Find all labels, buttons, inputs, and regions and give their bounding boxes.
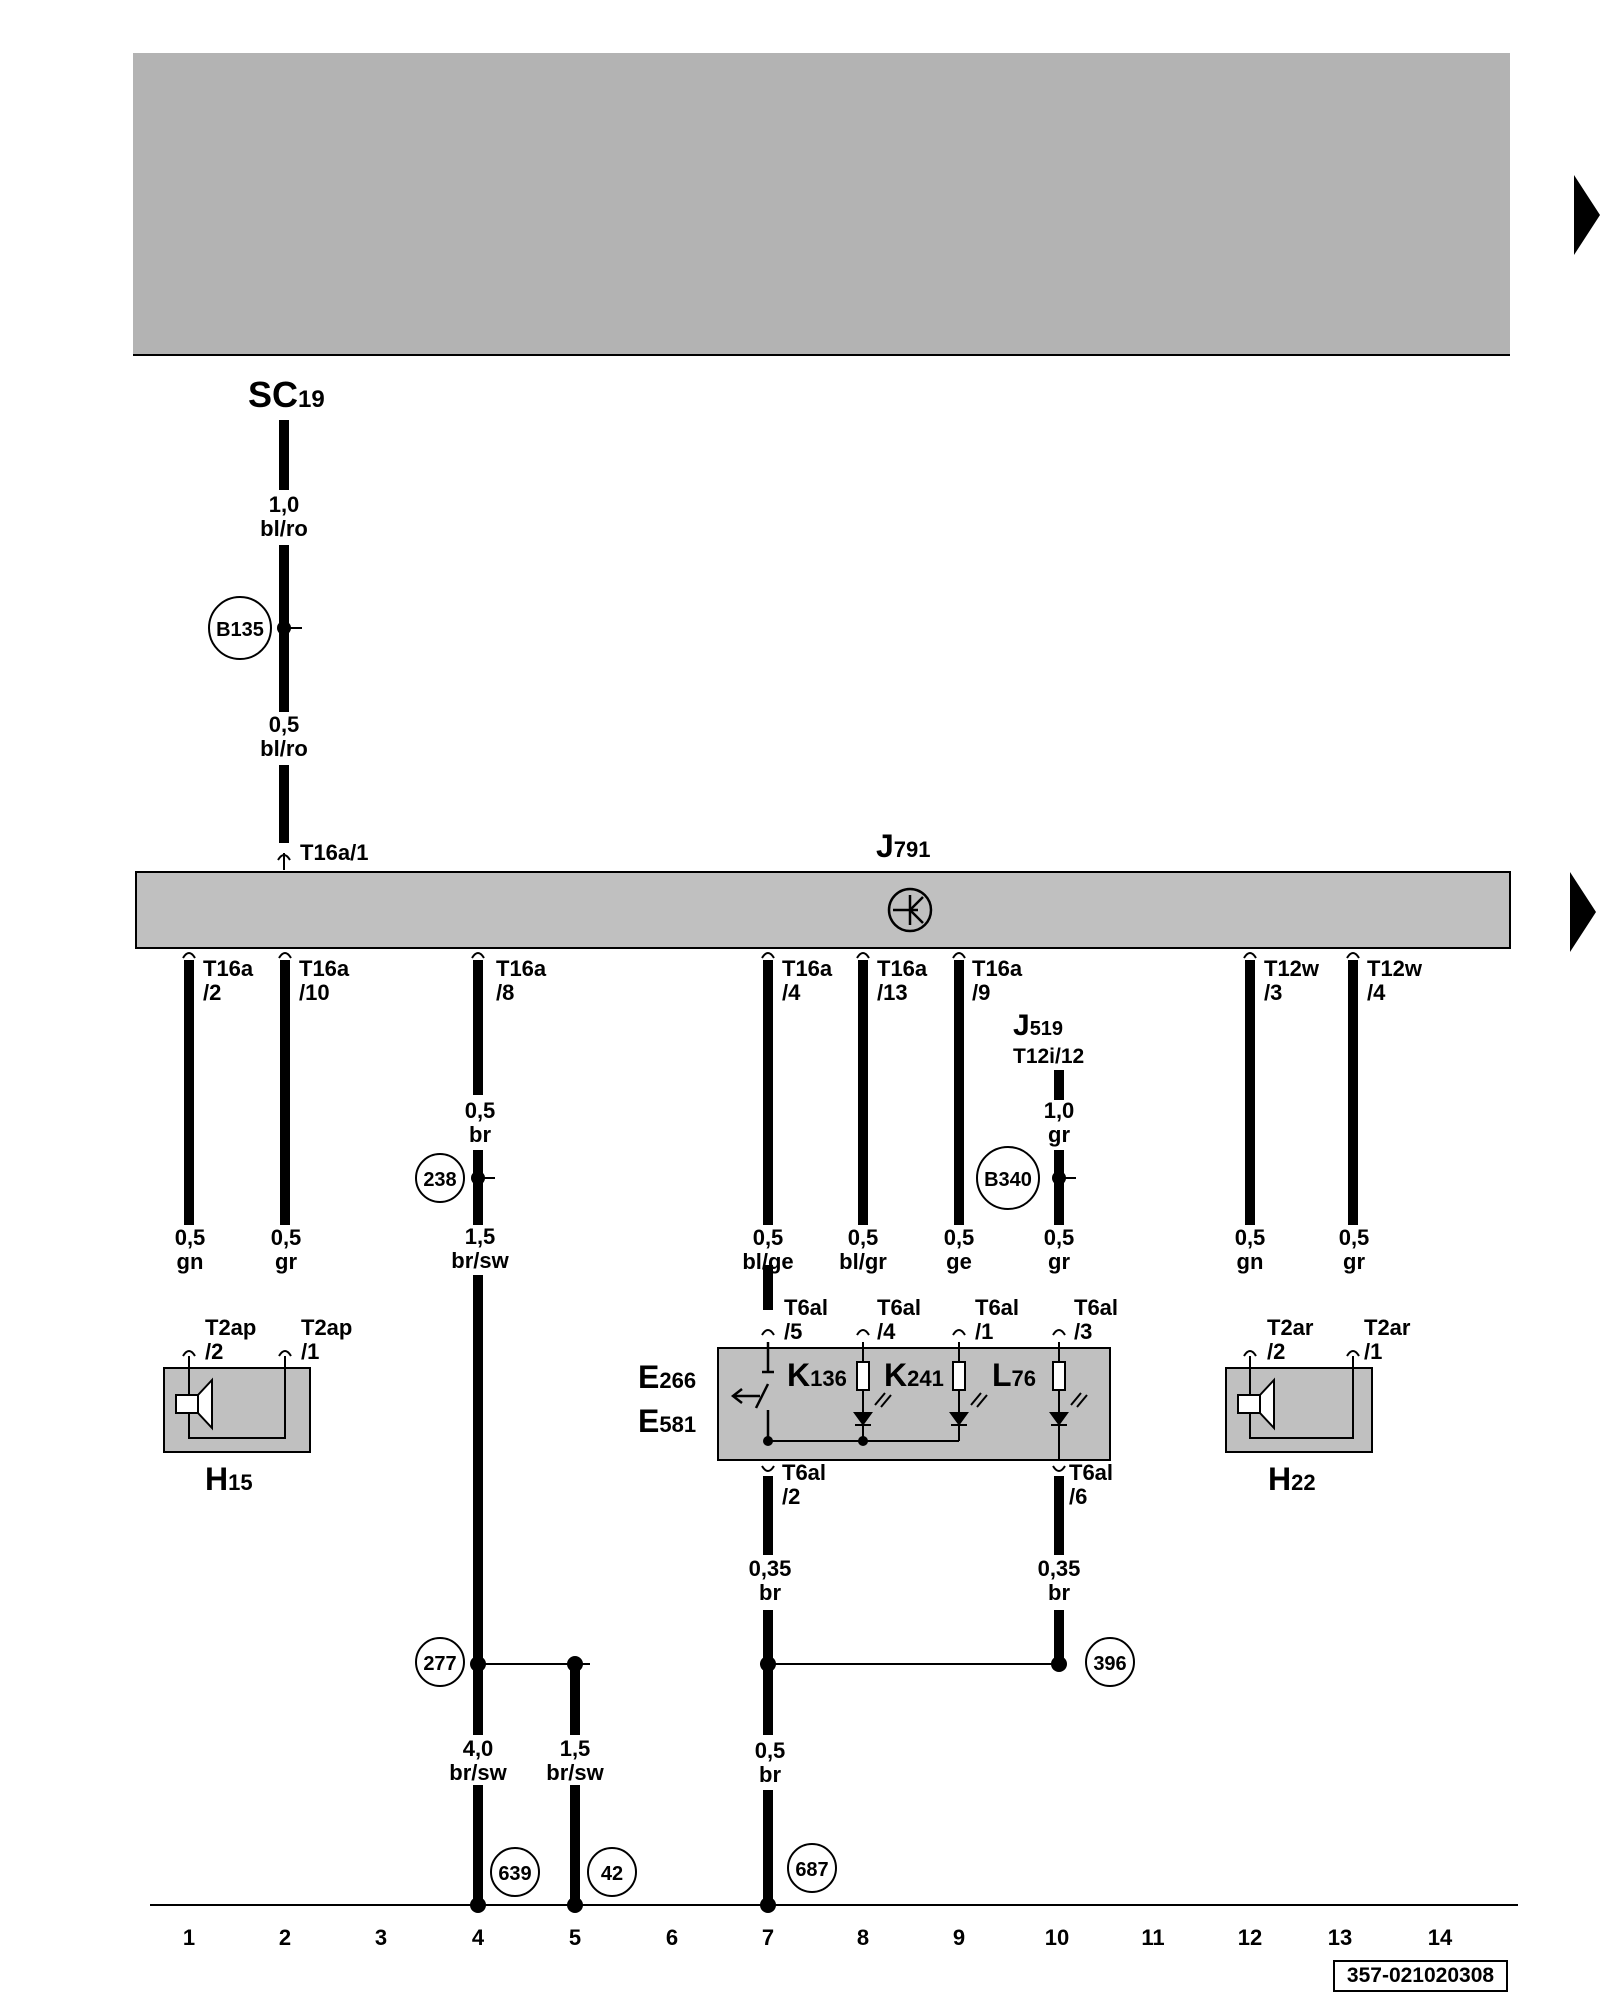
document-number: 357-021020308 [1333, 1960, 1508, 1992]
connection-point-639: 639 [498, 1863, 531, 1885]
switch-icon [730, 1342, 774, 1445]
connection-point-42: 42 [601, 1863, 623, 1885]
grid-number: 12 [1238, 1925, 1262, 1950]
label-h15: H15 [205, 1461, 253, 1497]
pin-markers [182, 853, 1360, 1472]
connection-point-396: 396 [1093, 1653, 1126, 1675]
label-k241: K241 [884, 1357, 944, 1393]
connection-point-b340: B340 [984, 1169, 1032, 1191]
grid-number: 10 [1045, 1925, 1069, 1950]
pin-t6al-4: T6al/4 [877, 1295, 921, 1344]
connection-point-687: 687 [795, 1859, 828, 1881]
pin-t12w-3: T12w/3 [1264, 956, 1320, 1005]
h22-internal-wiring [1249, 1356, 1354, 1439]
continuation-arrow-icon [1574, 175, 1600, 255]
grid-number: 14 [1428, 1925, 1453, 1950]
pin-t16a-9: T16a/9 [972, 956, 1023, 1005]
label-k136: K136 [787, 1357, 847, 1393]
grid-number: 13 [1328, 1925, 1352, 1950]
grid-number: 5 [569, 1925, 581, 1950]
pin-t16a-1: T16a/1 [300, 840, 369, 865]
led-icons [768, 1342, 1088, 1460]
grid-numbers: 1 2 3 4 5 6 7 8 9 10 11 12 13 14 [183, 1925, 1453, 1950]
label-sc19: SC19 [248, 374, 325, 415]
component-switch-module [717, 1347, 1111, 1461]
pin-t16a-2: T16a/2 [203, 956, 254, 1005]
grid-number: 9 [953, 1925, 965, 1950]
h15-internal-wiring [188, 1356, 286, 1439]
speaker-icon [1237, 1377, 1275, 1431]
junction-dots [277, 621, 1067, 1913]
module-symbol-icon [887, 887, 933, 933]
pin-t6al-3: T6al/3 [1074, 1295, 1118, 1344]
label-j519-pin: T12i/12 [1013, 1045, 1084, 1068]
connection-point-b135: B135 [216, 619, 264, 641]
header-panel [133, 53, 1510, 355]
module-j791 [135, 871, 1511, 949]
grid-number: 3 [375, 1925, 387, 1950]
grid-number: 4 [472, 1925, 485, 1950]
connection-point-circles [208, 596, 1135, 1897]
label-h22: H22 [1268, 1461, 1316, 1497]
pin-t2ap-2: T2ap/2 [205, 1315, 256, 1364]
pin-t6al-5: T6al/5 [784, 1295, 828, 1344]
grid-number: 2 [279, 1925, 291, 1950]
label-j519: J519 [1013, 1009, 1063, 1042]
label-e266: E266 [638, 1359, 696, 1395]
connection-point-labels: B135 238 B340 277 396 639 42 687 [216, 619, 1127, 1885]
pin-t16a-4: T16a/4 [782, 956, 833, 1005]
grid-number: 11 [1141, 1925, 1164, 1950]
label-j791: J791 [876, 828, 931, 864]
label-l76: L76 [992, 1357, 1036, 1393]
speaker-icon [175, 1377, 213, 1431]
grid-number: 7 [762, 1925, 774, 1950]
pin-t16a-8: T16a/8 [496, 956, 547, 1005]
pin-t6al-2: T6al/2 [782, 1460, 826, 1509]
grid-number: 1 [183, 1925, 195, 1950]
pin-t12w-4: T12w/4 [1367, 956, 1423, 1005]
module-junction-dots [763, 1436, 868, 1446]
grid-number: 8 [857, 1925, 869, 1950]
pin-t2ap-1: T2ap/1 [301, 1315, 352, 1364]
grid-number: 6 [666, 1925, 678, 1950]
pin-t6al-1: T6al/1 [975, 1295, 1019, 1344]
connector-labels: T16a/1 T16a/2 T16a/10 T16a/8 T16a/4 T16a… [203, 840, 1423, 1509]
pin-t16a-13: T16a/13 [877, 956, 928, 1005]
label-e581: E581 [638, 1403, 696, 1439]
pin-t16a-10: T16a/10 [299, 956, 350, 1005]
continuation-arrow-icon [1570, 872, 1596, 952]
pin-t2ar-2: T2ar/2 [1267, 1315, 1314, 1364]
pin-t6al-6: T6al/6 [1069, 1460, 1113, 1509]
connection-point-277: 277 [423, 1653, 456, 1675]
connection-point-238: 238 [423, 1169, 456, 1191]
pin-t2ar-1: T2ar/1 [1364, 1315, 1411, 1364]
wires [184, 420, 1358, 1905]
